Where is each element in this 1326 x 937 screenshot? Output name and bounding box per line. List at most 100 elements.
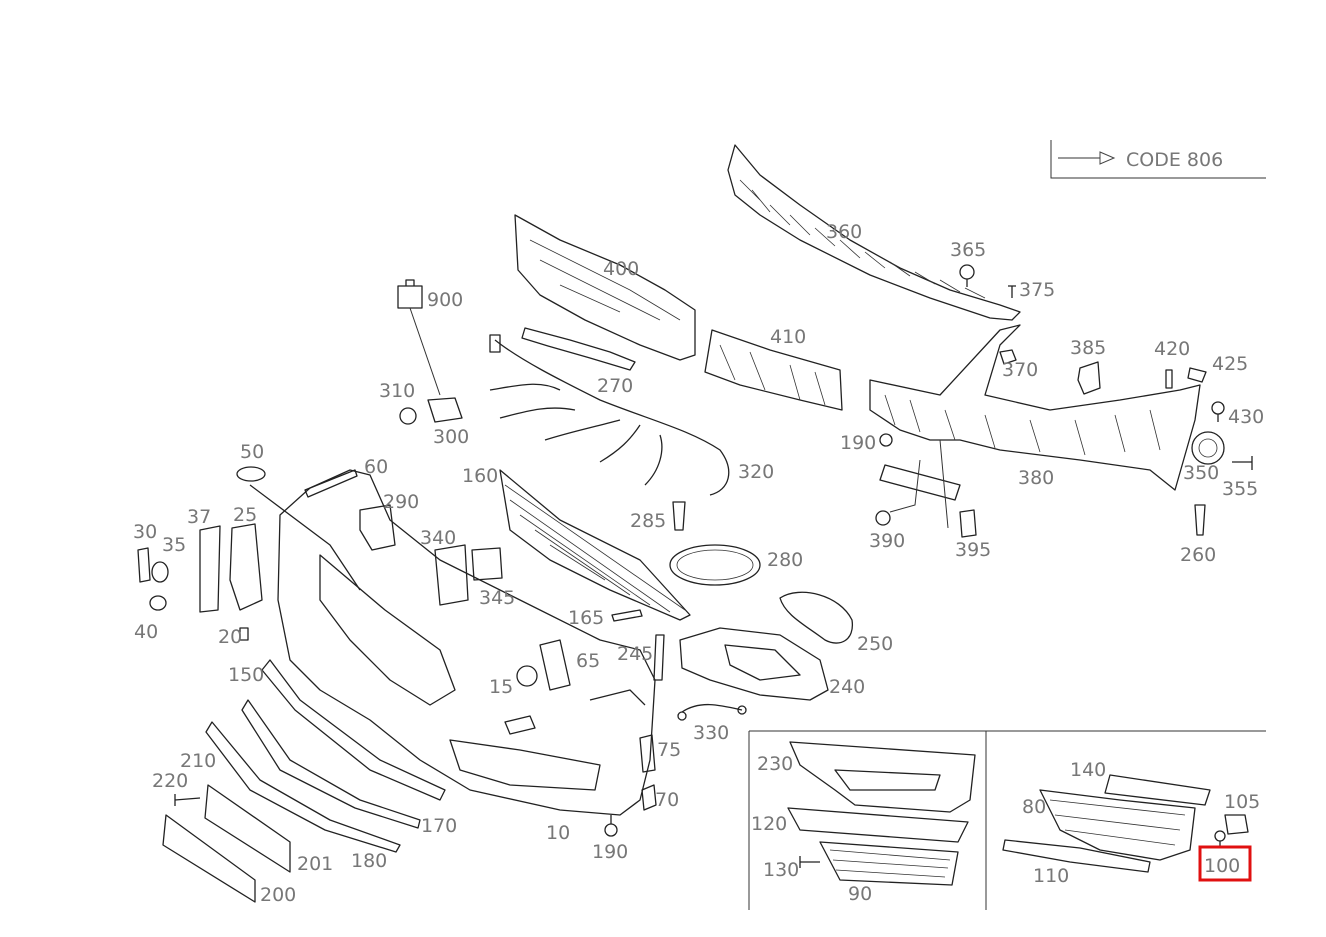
callout-130: 130: [763, 859, 799, 881]
callout-365: 365: [950, 239, 986, 261]
clip-285: [672, 501, 686, 531]
callout-labels: 10 15 20 25 30 35 37 40 50 60 65 70 75 8…: [133, 221, 1264, 906]
screw-220: [174, 794, 201, 806]
callout-120: 120: [751, 813, 787, 835]
callout-380: 380: [1018, 467, 1054, 489]
grille-230: [789, 741, 976, 813]
callout-250: 250: [857, 633, 893, 655]
callout-80: 80: [1022, 796, 1046, 818]
callout-15: 15: [489, 676, 513, 698]
callout-900: 900: [427, 289, 463, 311]
trim-250: [779, 591, 853, 644]
callout-110: 110: [1033, 865, 1069, 887]
callout-345: 345: [479, 587, 515, 609]
strip-170: [241, 699, 421, 829]
callout-180: 180: [351, 850, 387, 872]
callout-260: 260: [1180, 544, 1216, 566]
left-parts: [137, 523, 263, 641]
callout-90: 90: [848, 883, 872, 905]
sensor-330: [677, 703, 747, 721]
callout-330: 330: [693, 722, 729, 744]
module-345: [471, 547, 503, 581]
fastener-375: [1008, 285, 1016, 298]
screw-190b: [604, 815, 618, 837]
strip-245: [653, 634, 665, 681]
callout-320: 320: [738, 461, 774, 483]
callout-200: 200: [260, 884, 296, 906]
callout-105: 105: [1224, 791, 1260, 813]
callout-350: 350: [1183, 462, 1219, 484]
callout-245: 245: [617, 643, 653, 665]
bolt-430: [1211, 401, 1225, 422]
plate-200: [162, 814, 256, 903]
bumper-10: [277, 469, 656, 816]
bracket-290: [359, 504, 396, 551]
callout-395: 395: [955, 539, 991, 561]
part-140: [1104, 774, 1211, 806]
plate-201: [204, 784, 291, 873]
callout-30: 30: [133, 521, 157, 543]
callout-40: 40: [134, 621, 158, 643]
strip-60: [304, 469, 358, 498]
bracket-340: [434, 544, 469, 606]
callout-420: 420: [1154, 338, 1190, 360]
callout-35: 35: [162, 534, 186, 556]
bracket-65: [539, 639, 571, 691]
callout-360: 360: [826, 221, 862, 243]
part-380: [869, 324, 1201, 501]
callout-310: 310: [379, 380, 415, 402]
callout-60: 60: [364, 456, 388, 478]
sensor-group: [397, 279, 463, 425]
callout-220: 220: [152, 770, 188, 792]
callout-190b: 190: [592, 841, 628, 863]
strip-120: [787, 807, 969, 843]
callout-285: 285: [630, 510, 666, 532]
callout-50: 50: [240, 441, 264, 463]
callout-425: 425: [1212, 353, 1248, 375]
callout-190a: 190: [840, 432, 876, 454]
part-15: [516, 665, 538, 687]
callout-100: 100: [1204, 855, 1240, 877]
callout-230: 230: [757, 753, 793, 775]
callout-300: 300: [433, 426, 469, 448]
callout-410: 410: [770, 326, 806, 348]
callout-210: 210: [180, 750, 216, 772]
callout-270: 270: [597, 375, 633, 397]
strip-110: [1002, 839, 1151, 873]
callout-430: 430: [1228, 406, 1264, 428]
part-360: [727, 144, 1021, 321]
callout-375: 375: [1019, 279, 1055, 301]
callout-390: 390: [869, 530, 905, 552]
callout-170: 170: [421, 815, 457, 837]
part-270: [521, 327, 636, 371]
callout-240: 240: [829, 676, 865, 698]
wire-280: [669, 544, 761, 586]
screw-130: [799, 856, 820, 868]
bracket-385: [1077, 361, 1101, 395]
highlight-box[interactable]: [1198, 845, 1252, 882]
part-70: [641, 784, 657, 811]
bolt-355: [1232, 456, 1253, 470]
clip-260: [1194, 504, 1206, 536]
callout-280: 280: [767, 549, 803, 571]
bracket-395: [939, 439, 977, 538]
callout-201: 201: [297, 853, 333, 875]
callout-25: 25: [233, 504, 257, 526]
clip-370: [999, 349, 1017, 365]
callout-165: 165: [568, 607, 604, 629]
callout-140: 140: [1070, 759, 1106, 781]
callout-65: 65: [576, 650, 600, 672]
cap-50: [236, 466, 361, 591]
cover-350: [1191, 431, 1225, 465]
nut-425: [1187, 367, 1207, 383]
clip-105: [1224, 814, 1249, 835]
callout-37: 37: [187, 506, 211, 528]
clip-190a: [879, 433, 893, 447]
grille-160: [499, 469, 691, 621]
clip-390: [875, 459, 921, 526]
code-legend: CODE 806: [1050, 140, 1266, 179]
bezel-240: [679, 627, 829, 701]
mesh-90: [819, 841, 959, 886]
callout-355: 355: [1222, 478, 1258, 500]
